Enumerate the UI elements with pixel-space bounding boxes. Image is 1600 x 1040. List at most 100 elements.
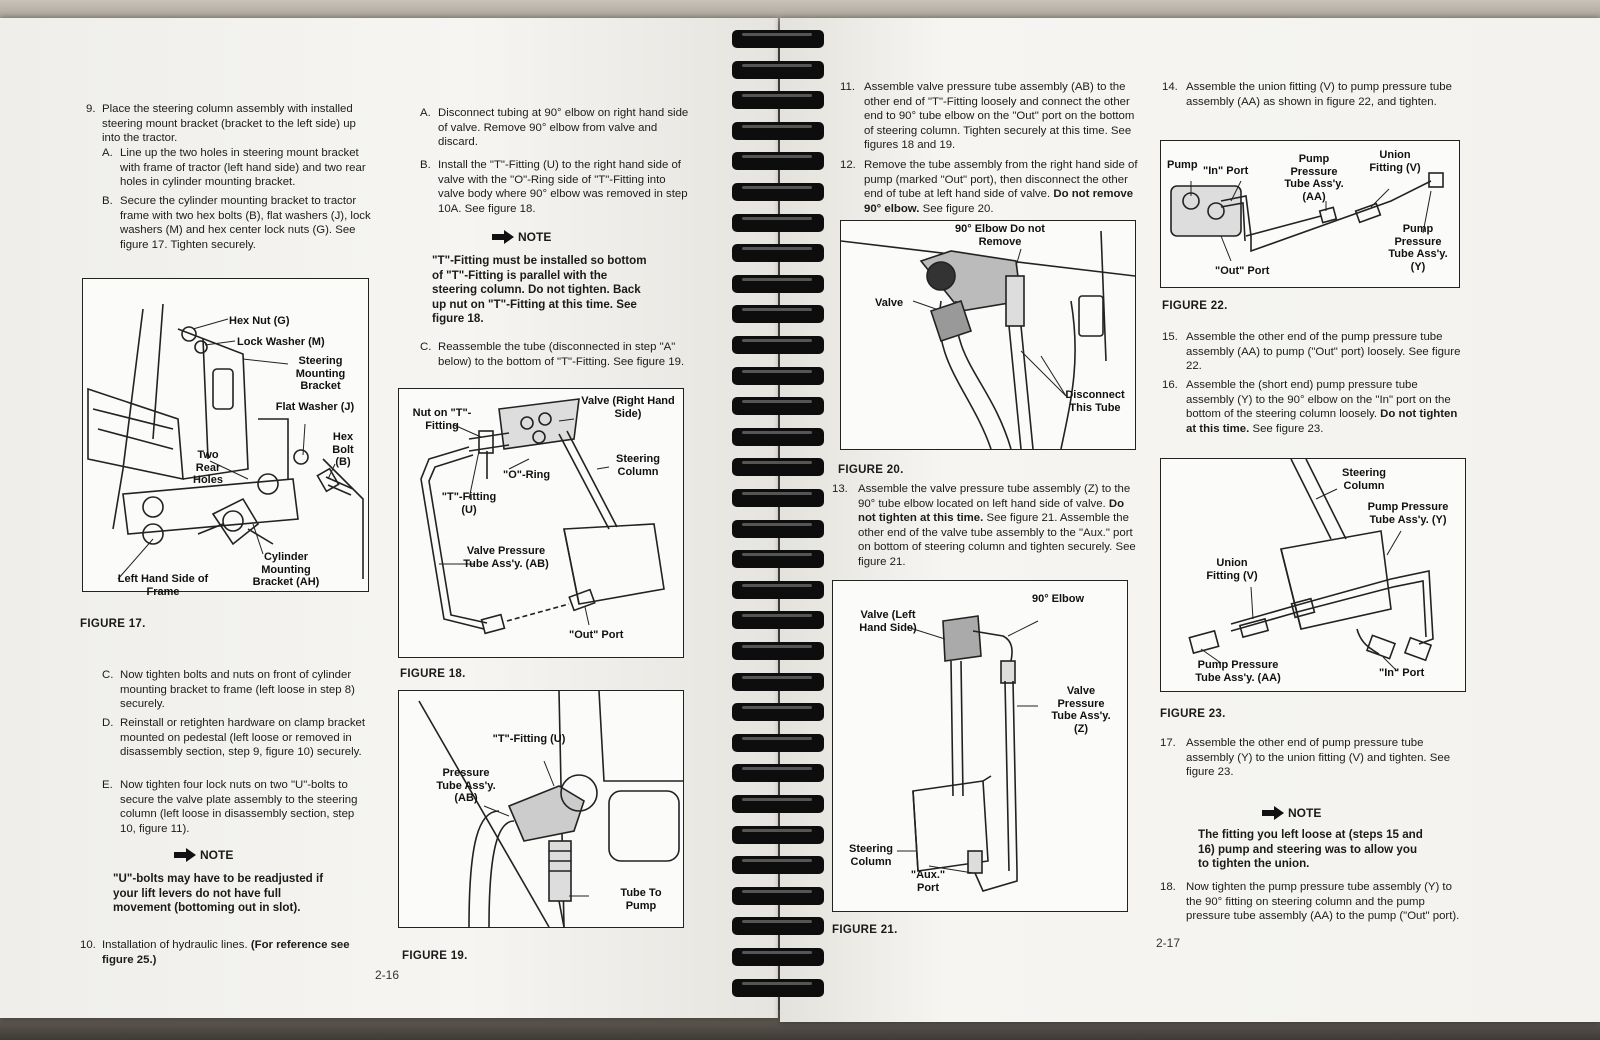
label-disconnect-tube: Disconnect This Tube <box>1065 389 1125 414</box>
step-9a: A. Line up the two holes in steering mou… <box>102 146 376 190</box>
step-18: 18. Now tighten the pump pressure tube a… <box>1160 880 1466 924</box>
step-10-reference: (For reference see figure 25.) <box>102 939 350 966</box>
binding-ring <box>724 519 832 538</box>
note-3-body: The fitting you left loose at (steps 15 … <box>1198 828 1423 871</box>
figure-19-caption: FIGURE 19. <box>402 950 468 962</box>
step-12: 12. Remove the tube assembly from the ri… <box>840 159 1138 215</box>
step-12-warning: Do not remove 90° elbow. <box>864 188 1134 215</box>
figure-20: 90° Elbow Do not Remove Valve Disconnect… <box>840 220 1136 450</box>
label-steering-column: Steering Column <box>1341 467 1386 492</box>
step-d: D. Reinstall or retighten hardware on cl… <box>102 716 372 760</box>
label-nut-on-t-fitting: Nut on "T"-Fitting <box>412 407 472 432</box>
label-two-rear-holes: Two Rear Holes <box>193 449 223 486</box>
step-9: 9. Place the steering column assembly wi… <box>86 102 376 146</box>
binding-ring <box>724 733 832 752</box>
step-16-ref: See figure 23. <box>1252 422 1324 435</box>
step-13-text-tail: See figure 21. Assemble the other end of… <box>858 512 1136 568</box>
binding-ring <box>724 580 832 599</box>
label-steering-column: Steering Column <box>615 453 660 478</box>
label-90-elbow: 90° Elbow <box>1031 593 1085 605</box>
step-9-text: Place the steering column assembly with … <box>102 103 356 145</box>
note-1-heading: NOTE <box>174 848 233 862</box>
figure-19-drawing <box>418 691 683 927</box>
figure-17: Hex Nut (G) Lock Washer (M) Steering Mou… <box>82 278 369 598</box>
step-12-text: Remove the tube assembly from the right … <box>864 159 1138 201</box>
label-cylinder-bracket: Cylinder Mounting Bracket (AH) <box>252 551 320 588</box>
binding-ring <box>724 274 832 293</box>
figure-18-caption: FIGURE 18. <box>400 668 466 680</box>
col2-step-a-text: Disconnect tubing at 90° elbow on right … <box>438 107 689 149</box>
page-number-right: 2-17 <box>1156 936 1181 950</box>
binding-ring <box>724 458 832 477</box>
label-90-elbow: 90° Elbow Do not Remove <box>955 223 1045 248</box>
label-hex-bolt: Hex Bolt (B) <box>332 431 354 468</box>
binding-ring <box>724 305 832 324</box>
binding-ring <box>724 948 832 966</box>
col2-step-b-text: Install the "T"-Fitting (U) to the right… <box>438 159 688 215</box>
step-c-text: Now tighten bolts and nuts on front of c… <box>120 669 355 711</box>
label-pressure-tube: Pressure Tube Ass'y. (AB) <box>436 767 496 804</box>
step-e-text: Now tighten four lock nuts on two "U"-bo… <box>120 779 358 835</box>
step-12-ref: See figure 20. <box>922 202 994 215</box>
figure-21-caption: FIGURE 21. <box>832 924 898 936</box>
figure-21-drawing <box>897 615 1039 892</box>
note-2-heading: NOTE <box>492 230 551 244</box>
step-c: C. Now tighten bolts and nuts on front o… <box>102 668 372 712</box>
binding-ring <box>724 856 832 875</box>
step-9b: B. Secure the cylinder mounting bracket … <box>102 194 376 252</box>
label-valve-left-side: Valve (Left Hand Side) <box>859 609 917 634</box>
step-10-text: Installation of hydraulic lines. <box>102 939 248 951</box>
arrow-icon <box>174 848 196 862</box>
page-number-left: 2-16 <box>375 968 400 982</box>
binding-ring <box>724 917 832 936</box>
binding-ring <box>724 213 832 232</box>
label-lock-washer: Lock Washer (M) <box>237 336 325 348</box>
step-17-text: Assemble the other end of pump pressure … <box>1186 737 1451 779</box>
step-16: 16. Assemble the (short end) pump pressu… <box>1162 379 1458 435</box>
note-1-body: "U"-bolts may have to be readjusted if y… <box>113 872 324 915</box>
figure-23-drawing <box>1188 459 1434 672</box>
label-pump-pressure-tube-aa: Pump Pressure Tube Ass'y. (AA) <box>1195 659 1281 684</box>
binding-ring <box>724 489 832 507</box>
label-union-fitting: Union Fitting (V) <box>1206 557 1258 582</box>
left-page: 9. Place the steering column assembly wi… <box>0 18 778 1018</box>
binding-ring <box>724 336 832 354</box>
label-valve-pressure-tube-z: Valve Pressure Tube Ass'y. (Z) <box>1051 685 1111 735</box>
label-t-fitting: "T"-Fitting (U) <box>492 733 566 745</box>
binding-ring <box>724 183 832 201</box>
label-left-hand-side: Left Hand Side of Frame <box>117 573 209 598</box>
step-9b-text: Secure the cylinder mounting bracket to … <box>120 195 371 251</box>
right-page: 11. Assemble valve pressure tube assembl… <box>780 18 1600 1022</box>
binding-ring <box>724 244 832 263</box>
figure-17-caption: FIGURE 17. <box>80 618 146 630</box>
figure-21: Valve (Left Hand Side) 90° Elbow Valve P… <box>832 580 1128 912</box>
step-14-text: Assemble the union fitting (V) to pump p… <box>1186 81 1452 108</box>
figure-23: Steering Column Pump Pressure Tube Ass'y… <box>1160 458 1466 692</box>
binding-ring <box>724 427 832 446</box>
label-pump-pressure-tube-aa: Pump Pressure Tube Ass'y. (AA) <box>1284 153 1344 203</box>
binding-ring <box>724 121 832 140</box>
figure-22-drawing <box>1170 172 1444 262</box>
col2-step-a: A. Disconnect tubing at 90° elbow on rig… <box>420 106 692 150</box>
col2-step-c-text: Reassemble the tube (disconnected in ste… <box>438 341 685 368</box>
label-out-port: "Out" Port <box>569 629 624 641</box>
binding-ring <box>724 611 832 630</box>
step-15: 15. Assemble the other end of the pump p… <box>1162 331 1461 373</box>
label-in-port: "In" Port <box>1203 165 1249 177</box>
label-valve-right-side: Valve (Right Hand Side) <box>581 395 675 420</box>
label-in-port: "In" Port <box>1379 667 1425 679</box>
label-steering-bracket: Steering Mounting Bracket <box>295 355 346 392</box>
note-3-heading: NOTE <box>1262 806 1321 820</box>
binding-ring <box>724 91 832 110</box>
binding-ring <box>724 825 832 844</box>
step-13-warning: Do not tighten at this time. <box>858 497 1125 525</box>
binding-ring <box>724 550 832 569</box>
figure-22-caption: FIGURE 22. <box>1162 300 1228 312</box>
step-14: 14. Assemble the union fitting (V) to pu… <box>1162 80 1462 109</box>
figure-20-drawing <box>841 230 1135 449</box>
binding-ring <box>724 60 832 79</box>
binding-ring <box>724 30 832 48</box>
step-13-text: Assemble the valve pressure tube assembl… <box>858 483 1131 510</box>
figure-18-drawing <box>420 398 665 635</box>
label-out-port: "Out" Port <box>1215 265 1270 277</box>
